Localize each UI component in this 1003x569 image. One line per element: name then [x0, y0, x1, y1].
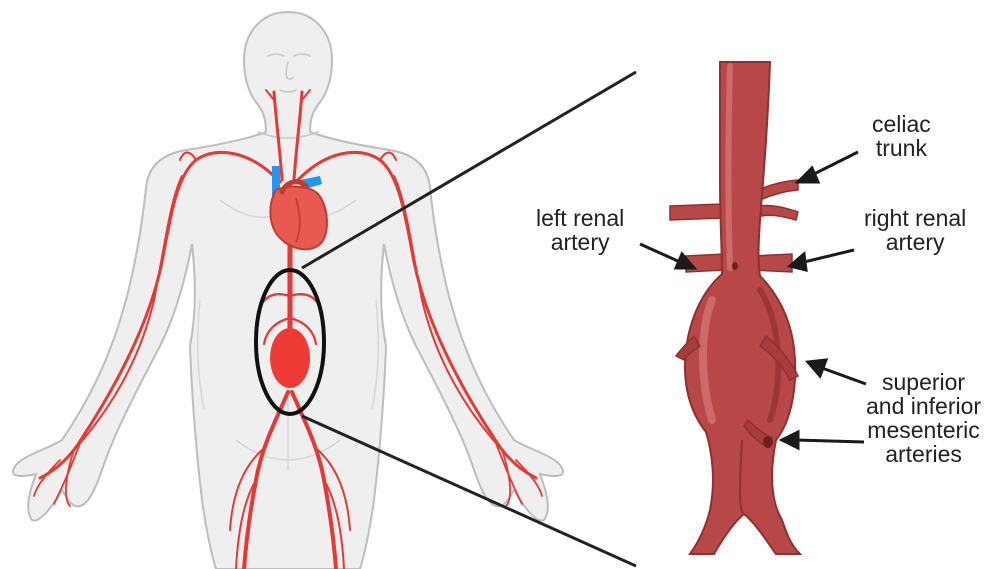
label-right-renal-line-1: right renal: [864, 206, 966, 230]
label-right-renal-line-2: artery: [864, 230, 966, 254]
celiac-arrow: [810, 152, 858, 176]
label-left-renal-artery: left renal artery: [536, 206, 624, 254]
label-left-renal-line-2: artery: [536, 230, 624, 254]
right-renal-arrow: [804, 250, 854, 262]
label-celiac-trunk-line-2: trunk: [872, 136, 931, 160]
label-left-renal-line-1: left renal: [536, 206, 624, 230]
label-mesenteric-line-1: superior: [866, 370, 981, 394]
aorta-detail-closeup: [670, 62, 800, 554]
left-renal-artery-branch: [670, 204, 722, 220]
label-mesenteric-line-2: and inferior: [866, 394, 981, 418]
label-celiac-trunk-line-1: celiac: [872, 112, 931, 136]
inferior-mesenteric-arrow: [796, 440, 864, 442]
aorta-with-aneurysm: [685, 62, 800, 554]
label-celiac-trunk: celiac trunk: [872, 112, 931, 160]
aneurysm-bulge: [270, 328, 310, 388]
label-mesenteric-line-4: arteries: [866, 442, 981, 466]
left-renal-arrow: [640, 244, 680, 262]
superior-mesenteric-arrow: [822, 368, 866, 384]
label-mesenteric-arteries: superior and inferior mesenteric arterie…: [866, 370, 981, 466]
label-right-renal-artery: right renal artery: [864, 206, 966, 254]
label-mesenteric-line-3: mesenteric: [866, 418, 981, 442]
